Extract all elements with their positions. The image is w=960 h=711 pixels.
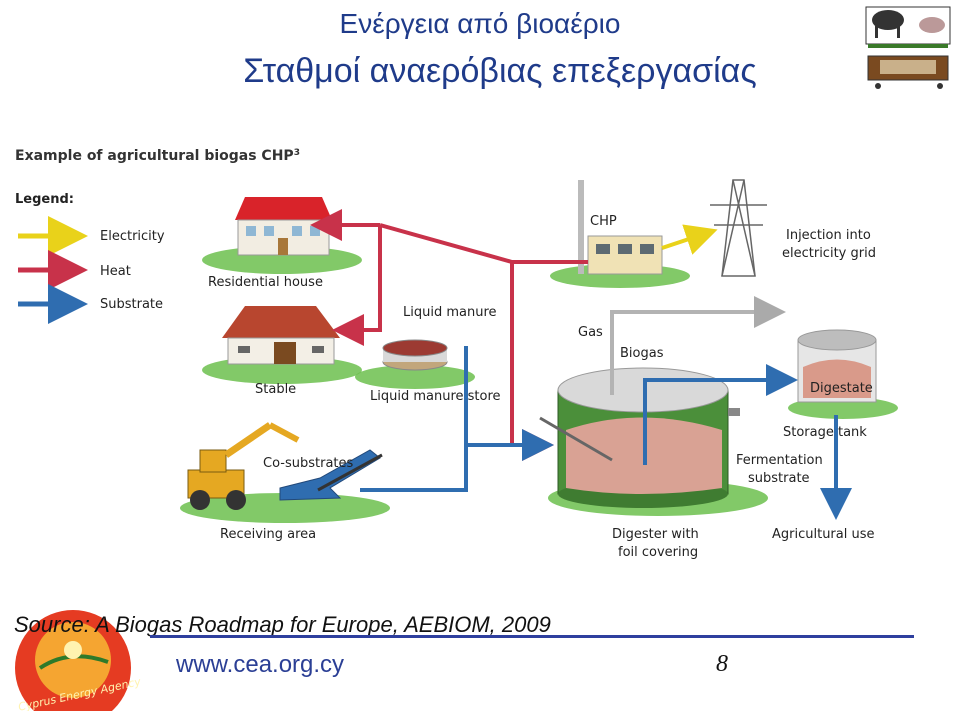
label-chp: CHP [590,214,617,229]
power-pylon-icon [710,179,767,277]
label-digestate: Digestate [810,381,873,396]
residential-house-icon [235,197,332,256]
label-digester-line2: foil covering [618,545,698,560]
excavator-icon [187,422,300,510]
legend-title: Legend: [15,192,74,207]
footer-rule [150,635,914,638]
label-co-substrates: Co-substrates [263,456,354,471]
legend-label: Heat [100,264,131,279]
page-number: 8 [716,651,728,677]
label-biogas: Biogas [620,346,664,361]
electricity-flow [661,224,718,255]
footer-url-link[interactable]: www.cea.org.cy [176,651,345,678]
digester-icon [539,367,740,508]
label-digester-line1: Digester with [612,527,699,542]
diagram-title: Example of agricultural biogas CHP3 [15,148,300,164]
stable-icon [222,306,340,365]
slide-title-line2: Σταθμοί αναερόβιας επεξεργασίας [243,52,757,90]
label-fermentation-line2: substrate [748,471,810,486]
label-stable: Stable [255,382,296,397]
label-receiving-area: Receiving area [220,527,316,542]
label-gas: Gas [578,325,603,340]
slide-title-line1: Ενέργεια από βιοαέριο [339,8,621,39]
substrate-flows [360,346,852,520]
label-residential-house: Residential house [208,275,323,290]
chp-icon [578,180,663,275]
source-citation: Source: A Biogas Roadmap for Europe, AEB… [14,612,551,637]
legend-heat: Heat [18,250,131,290]
farm-logo-icon [865,6,951,89]
label-injection-line2: electricity grid [782,246,876,261]
cea-logo-icon: Cyprus Energy Agency [15,610,142,711]
legend-electricity: Electricity [18,216,165,256]
legend-substrate: Substrate [18,284,163,324]
label-liquid-manure: Liquid manure [403,305,497,320]
legend-label: Substrate [100,297,163,312]
label-storage-tank: Storage tank [783,425,867,440]
gas-flow [610,296,786,395]
label-fermentation-line1: Fermentation [736,453,823,468]
liquid-manure-store-icon [382,339,448,371]
label-agricultural-use: Agricultural use [772,527,875,542]
conveyor-icon [279,449,383,501]
label-injection-line1: Injection into [786,228,871,243]
storage-tank-icon [797,329,877,403]
legend-label: Electricity [100,229,165,244]
label-liquid-manure-store: Liquid manure store [370,389,501,404]
grass-patch-manure [355,365,475,389]
